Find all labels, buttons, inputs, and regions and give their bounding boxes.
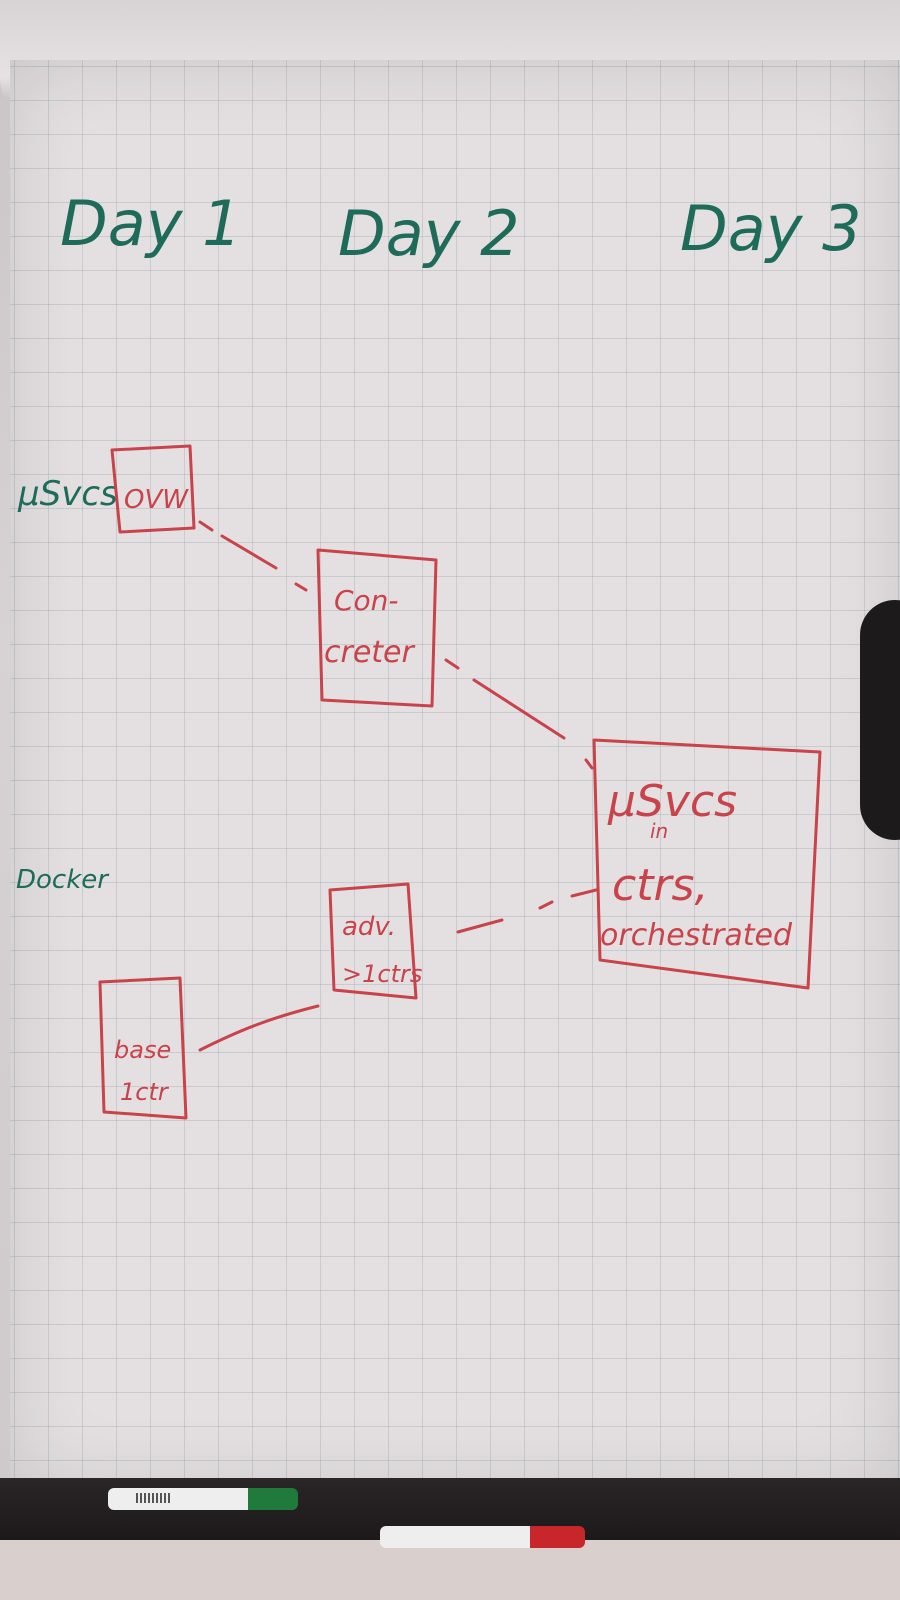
red-marker-body: [380, 1526, 530, 1548]
box-overview: OVW: [110, 444, 196, 534]
box-adv-outline: [328, 882, 418, 1000]
connector-con-dash-1: [444, 658, 460, 670]
connector-ovw-dash-3: [294, 582, 308, 592]
box-msvcs-outline: [592, 738, 822, 990]
box-msvcs-line-4: orchestrated: [600, 918, 793, 953]
connector-con-dash-3: [584, 758, 594, 770]
box-base-line-1: base: [114, 1036, 171, 1064]
green-marker-cap: [248, 1488, 298, 1510]
connector-base-to-adv: [198, 1004, 320, 1052]
red-marker-cap: [530, 1526, 585, 1548]
row-label-docker: Docker: [16, 865, 110, 895]
row-label-microservices: μSvcs: [17, 474, 118, 514]
connector-adv-dash-3: [570, 888, 598, 898]
red-marker: [380, 1526, 585, 1548]
connector-adv-dash-2: [538, 900, 554, 910]
green-marker: [108, 1488, 298, 1510]
header-day-3: Day 3: [680, 192, 862, 265]
box-concretes-line-2: creter: [324, 635, 416, 670]
connector-ovw-dash-1: [198, 520, 214, 532]
connectors: [198, 520, 598, 1052]
barcode-icon: [136, 1493, 172, 1503]
easel-edge: [860, 600, 900, 840]
box-adv-line-2: >1ctrs: [342, 960, 422, 988]
connector-ovw-dash-2: [220, 534, 278, 570]
box-overview-line-1: OVW: [124, 485, 189, 515]
connector-con-dash-2: [472, 678, 566, 740]
header-day-2: Day 2: [338, 197, 520, 270]
connector-adv-dash-1: [456, 918, 504, 934]
box-msvcs-line-3: ctrs,: [612, 860, 708, 911]
box-base-line-2: 1ctr: [120, 1078, 170, 1106]
box-concretes-outline: [316, 548, 438, 708]
box-concretes: Con- creter: [316, 548, 438, 708]
box-adv-ctrs: adv. >1ctrs: [328, 882, 422, 1000]
box-msvcs-line-1: μSvcs: [607, 776, 737, 827]
box-adv-line-1: adv.: [342, 912, 396, 942]
floor-area: [0, 1540, 900, 1600]
box-base-outline: [98, 976, 188, 1120]
box-msvcs-line-2: in: [650, 819, 668, 843]
green-marker-body: [108, 1488, 248, 1510]
box-msvcs-in-ctrs: μSvcs in ctrs, orchestrated: [592, 738, 822, 990]
box-overview-outline: [110, 444, 196, 534]
flipchart-sheet: [10, 60, 900, 1490]
header-day-1: Day 1: [60, 187, 242, 260]
box-base-ctr: base 1ctr: [98, 976, 188, 1120]
box-concretes-line-1: Con-: [334, 584, 399, 617]
